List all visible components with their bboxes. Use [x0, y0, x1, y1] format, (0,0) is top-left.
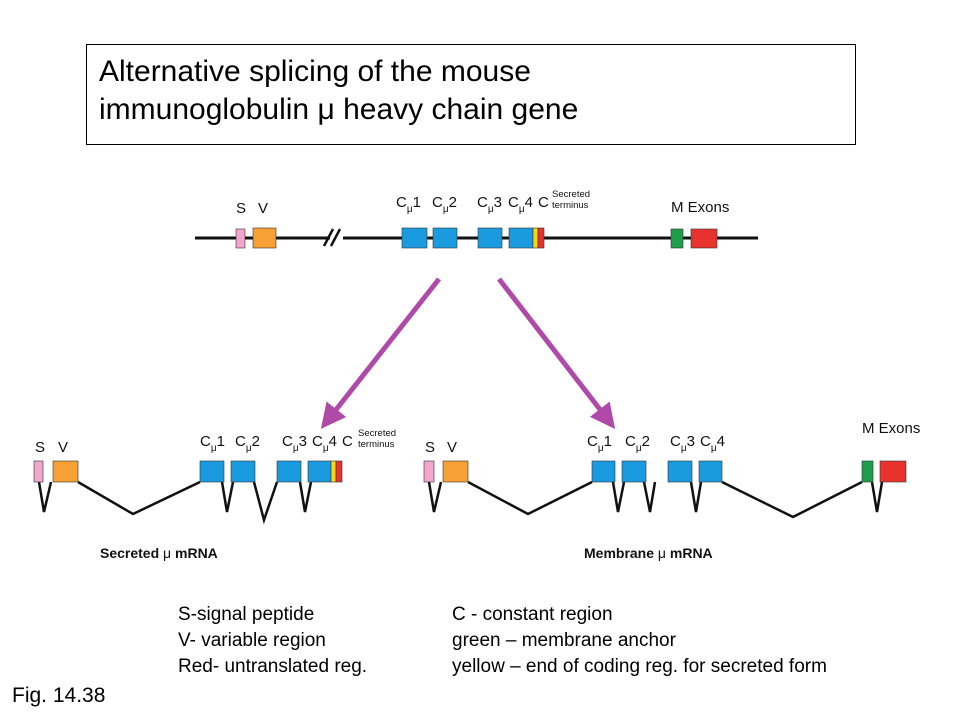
legend-untranslated: Red- untranslated reg.	[178, 656, 368, 677]
membrane-signal-exon	[423, 460, 435, 483]
secreted-c-label: C	[342, 433, 353, 450]
secreted-c4-label: Cμ4	[312, 433, 337, 454]
secreted-mrna-map: S V Cμ1 Cμ2 Cμ3 Cμ4 C Secreted terminus …	[33, 428, 396, 561]
gene-c3-exon	[477, 227, 503, 249]
figure-label: Fig. 14.38	[12, 684, 106, 707]
gene-variable-exon	[252, 227, 277, 249]
legend-coding-end: yellow – end of coding reg. for secreted…	[452, 656, 827, 677]
secreted-c1-label: Cμ1	[200, 433, 225, 454]
membrane-mrna-map: S V Cμ1 Cμ2 Cμ3 Cμ4 M Exons Membrane μ m…	[423, 420, 920, 561]
title-line-2: immunoglobulin μ heavy chain gene	[99, 93, 579, 126]
secreted-c2-label: Cμ2	[235, 433, 260, 454]
membrane-anchor-exon	[861, 460, 874, 483]
membrane-m-exons-label: M Exons	[862, 420, 920, 437]
legend-right: C - constant region green – membrane anc…	[452, 602, 827, 680]
gene-secreted-label: Secreted	[552, 189, 590, 200]
membrane-c2-label: Cμ2	[625, 433, 650, 454]
legend-constant-region: C - constant region	[452, 604, 613, 625]
gene-c4-exon	[508, 227, 534, 249]
arrow-to-secreted	[320, 277, 441, 429]
gene-signal-exon	[235, 228, 246, 249]
gene-map: S V Cμ1 Cμ2 Cμ3 Cμ4 C Secreted terminus …	[195, 189, 758, 249]
arrow-to-membrane	[497, 277, 616, 429]
membrane-variable-exon	[442, 460, 469, 483]
gene-coding-end-segment	[532, 227, 539, 249]
gene-membrane-anchor-exon	[670, 228, 684, 249]
gene-c3-label: Cμ3	[477, 194, 502, 215]
secreted-c4-exon	[307, 460, 332, 483]
gene-c-label: C	[538, 194, 549, 211]
gene-c4-label: Cμ4	[508, 194, 533, 215]
membrane-c1-label: Cμ1	[587, 433, 612, 454]
membrane-mrna-caption: Membrane μ mRNA	[584, 545, 713, 561]
membrane-s-label: S	[425, 439, 435, 456]
title-box: Alternative splicing of the mouse immuno…	[86, 44, 856, 145]
gene-c2-label: Cμ2	[432, 194, 457, 215]
legend-membrane-anchor: green – membrane anchor	[452, 630, 676, 651]
title-line-1: Alternative splicing of the mouse	[99, 55, 531, 88]
membrane-c3-label: Cμ3	[670, 433, 695, 454]
gene-break-icon	[322, 228, 342, 247]
membrane-c4-exon	[698, 460, 723, 483]
membrane-v-label: V	[447, 439, 457, 456]
legend-variable-region: V- variable region	[178, 630, 326, 651]
secreted-terminus-line1: Secreted	[358, 428, 396, 439]
secreted-signal-exon	[33, 460, 44, 483]
gene-c2-exon	[432, 227, 458, 249]
secreted-s-label: S	[35, 439, 45, 456]
gene-terminus-label: terminus	[552, 200, 589, 211]
membrane-c4-label: Cμ4	[700, 433, 725, 454]
legend-left: S-signal peptide V- variable region Red-…	[178, 602, 367, 680]
secreted-c2-exon	[230, 460, 256, 483]
gene-untranslated-segment	[537, 227, 545, 249]
gene-v-label: V	[258, 200, 268, 217]
membrane-m-untranslated-exon	[879, 460, 907, 483]
secreted-c3-label: Cμ3	[282, 433, 307, 454]
secreted-variable-exon	[52, 460, 79, 483]
secreted-splice-lines	[37, 480, 313, 525]
membrane-c1-exon	[591, 460, 616, 483]
gene-m-exons-label: M Exons	[671, 199, 729, 216]
legend-signal-peptide: S-signal peptide	[178, 604, 315, 625]
gene-c1-exon	[401, 227, 428, 249]
secreted-c1-exon	[199, 460, 225, 483]
gene-c1-label: Cμ1	[396, 194, 421, 215]
membrane-c2-exon	[621, 460, 647, 483]
membrane-splice-lines	[427, 480, 884, 519]
secreted-mrna-caption: Secreted μ mRNA	[100, 545, 218, 561]
secreted-terminus-line2: terminus	[358, 439, 395, 450]
gene-s-label: S	[236, 200, 246, 217]
membrane-c3-exon	[667, 460, 693, 483]
gene-m-untranslated-exon	[690, 228, 718, 249]
secreted-untranslated-segment	[335, 460, 343, 483]
secreted-coding-end-segment	[330, 460, 337, 483]
secreted-c3-exon	[276, 460, 302, 483]
secreted-v-label: V	[58, 439, 68, 456]
